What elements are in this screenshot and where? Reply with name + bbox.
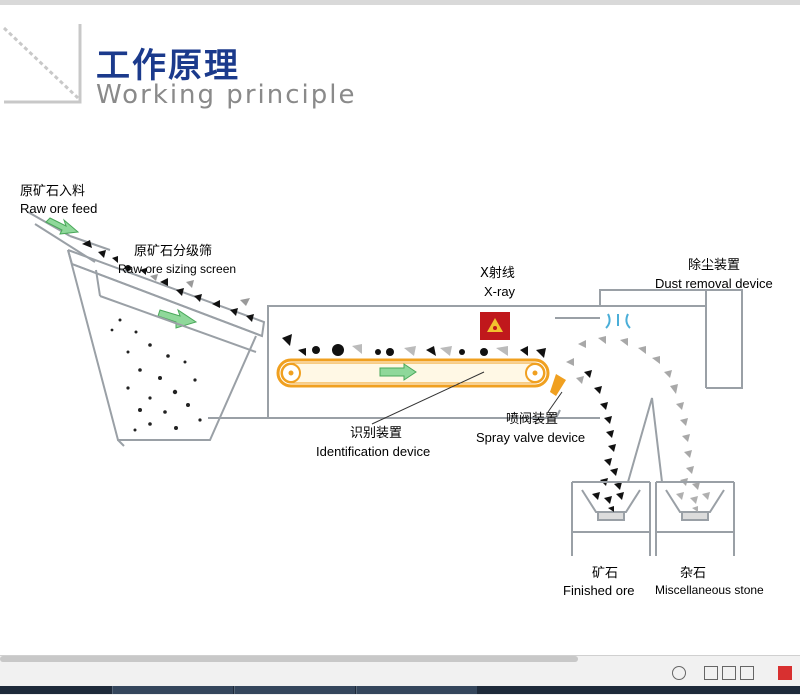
identification-label-zh: 识别装置: [350, 426, 403, 441]
spray-valve-label-zh: 喷阀装置: [506, 412, 559, 427]
spray-valve-label-en: Spray valve device: [476, 430, 586, 445]
screen-stones-gray: [150, 274, 250, 306]
single-page-view-icon[interactable]: [722, 666, 736, 680]
xray-label-en: X-ray: [484, 284, 516, 299]
title-english: Working principle: [96, 80, 357, 110]
sizing-screen-label-en: Raw ore sizing screen: [118, 262, 237, 276]
hopper-stones: [110, 318, 202, 432]
separation-wedge: [627, 397, 663, 483]
top-bar: [0, 0, 800, 5]
taskbar-app-2[interactable]: [234, 686, 355, 694]
miscellaneous-trajectory: [578, 336, 700, 490]
raw-feed-label-en: Raw ore feed: [20, 201, 98, 216]
dust-removal-arrows: [605, 313, 631, 329]
finished-ore-label-zh: 矿石: [592, 566, 619, 581]
book-view-icon[interactable]: [740, 666, 754, 680]
xray-label-zh: X射线: [480, 266, 515, 281]
horizontal-scrollbar[interactable]: [0, 656, 578, 662]
raw-feed-label-zh: 原矿石入料: [20, 184, 86, 199]
eye-icon[interactable]: [672, 666, 686, 680]
feed-arrow: [45, 217, 80, 235]
conveyor-frame: [208, 289, 743, 419]
hopper: [67, 249, 257, 447]
sizing-screen-label-zh: 原矿石分级筛: [134, 244, 213, 259]
miscellaneous-stone-pile: [676, 492, 710, 512]
ore-trajectory: [584, 370, 622, 490]
spray-pointer: [547, 391, 563, 413]
dust-removal-label-zh: 除尘装置: [688, 258, 741, 273]
finished-ore-pile: [592, 492, 624, 512]
taskbar-app-3[interactable]: [356, 686, 477, 694]
scrollbar-thumb[interactable]: [0, 656, 578, 662]
finished-ore-label-en: Finished ore: [563, 583, 635, 598]
miscellaneous-stone-bin: [655, 481, 735, 556]
play-icon[interactable]: [778, 666, 792, 680]
dust-removal-label-en: Dust removal device: [655, 276, 773, 291]
screen-stones: [82, 240, 254, 322]
miscellaneous-stone-label-zh: 杂石: [680, 566, 707, 581]
header-decoration: [2, 24, 82, 104]
identification-pointer: [371, 371, 485, 425]
miscellaneous-stone-label-en: Miscellaneous stone: [655, 583, 764, 597]
finished-ore-bin: [571, 481, 651, 556]
identification-label-en: Identification device: [316, 444, 431, 459]
title-chinese: 工作原理: [96, 46, 240, 86]
trajectory-gray-top: [566, 358, 584, 384]
working-principle-diagram: [27, 211, 743, 556]
spray-valve: [550, 374, 566, 396]
two-page-view-icon[interactable]: [704, 666, 718, 680]
dust-removal-device: [600, 305, 707, 330]
taskbar-app-1[interactable]: [112, 686, 233, 694]
taskbar: [0, 686, 800, 694]
belt-stones: [282, 334, 546, 358]
xray-source: [480, 312, 510, 340]
conveyor-belt: [276, 358, 550, 388]
